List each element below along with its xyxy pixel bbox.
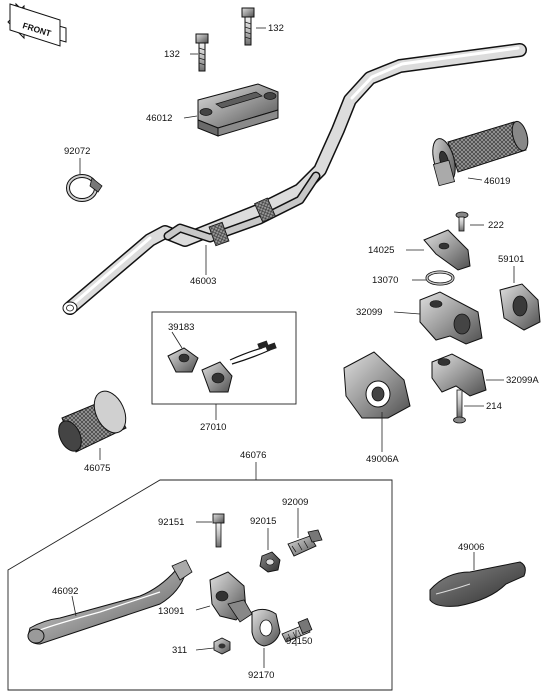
handlebar-icon: [62, 43, 527, 315]
part-number-46019: 46019: [484, 176, 510, 187]
part-number-46075: 46075: [84, 463, 110, 474]
part-number-132-left: 132: [164, 49, 180, 60]
throttle-case-lower-icon: [431, 353, 487, 397]
throttle-case-boot-icon: [343, 351, 411, 419]
part-number-39183: 39183: [168, 322, 194, 333]
part-number-92009: 92009: [282, 497, 308, 508]
lever-boot-icon: [429, 561, 526, 607]
ring-13070-icon: [425, 270, 455, 286]
part-number-132-top: 132: [268, 23, 284, 34]
band-clip-icon: [66, 174, 103, 202]
part-number-92150: 92150: [286, 636, 312, 647]
cable-adjuster-icon: [287, 529, 323, 557]
lever-clamp-icon: [251, 608, 281, 647]
throttle-grip-icon: [432, 120, 529, 187]
part-number-13091: 13091: [158, 606, 184, 617]
nut-311-icon: [213, 637, 231, 655]
screw-214-icon: [453, 389, 466, 424]
part-number-46003: 46003: [190, 276, 216, 287]
part-number-92151: 92151: [158, 517, 184, 528]
part-number-92170: 92170: [248, 670, 274, 681]
part-number-92072: 92072: [64, 146, 90, 157]
lever-holder-icon: [209, 571, 253, 623]
part-number-32099a: 32099A: [506, 375, 539, 386]
part-number-46092: 46092: [52, 586, 78, 597]
part-number-214: 214: [486, 401, 502, 412]
part-number-311: 311: [172, 645, 187, 656]
throttle-cover-icon: [423, 229, 471, 271]
clutch-lever-icon: [27, 559, 193, 645]
clutch-lever-assembly-frame: [7, 479, 393, 691]
part-number-27010: 27010: [200, 422, 226, 433]
part-number-13070: 13070: [372, 275, 398, 286]
part-number-92015: 92015: [250, 516, 276, 527]
nut-92015-icon: [259, 551, 281, 573]
part-number-59101: 59101: [498, 254, 524, 265]
kill-switch-assembly-frame: [151, 311, 297, 405]
screw-222-icon: [455, 211, 469, 232]
bolt-92151-icon: [212, 513, 225, 548]
throttle-case-upper-icon: [419, 291, 483, 345]
part-number-32099: 32099: [356, 307, 382, 318]
part-number-222: 222: [488, 220, 504, 231]
part-number-14025: 14025: [368, 245, 394, 256]
part-number-46076: 46076: [240, 450, 266, 461]
left-grip-icon: [58, 390, 127, 453]
kill-switch-icon: [167, 340, 277, 393]
part-number-49006: 49006: [458, 542, 484, 553]
throttle-housing-cap-icon: [499, 283, 541, 331]
part-number-49006a: 49006A: [366, 454, 399, 465]
front-marker-icon: FRONT: [7, 2, 67, 47]
handlebar-clamp-icon: [197, 83, 279, 137]
bolt-132-icon: [195, 7, 255, 72]
part-number-46012: 46012: [146, 113, 172, 124]
